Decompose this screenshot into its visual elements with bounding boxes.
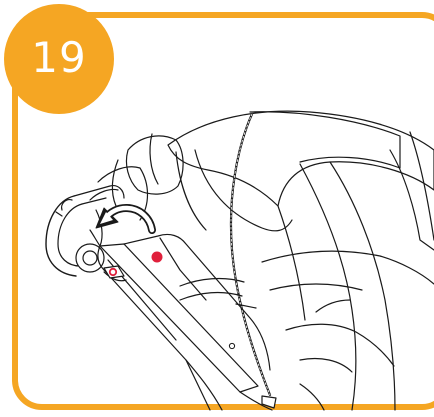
step-badge: 19 bbox=[4, 4, 114, 114]
small-marker bbox=[229, 343, 234, 348]
red-dot-marker bbox=[152, 252, 163, 263]
folded-canopy bbox=[90, 134, 183, 246]
step-number: 19 bbox=[31, 33, 86, 82]
curved-arrow-icon bbox=[96, 208, 152, 230]
stroller-frame bbox=[90, 230, 270, 410]
red-circle-marker bbox=[110, 269, 116, 275]
seat-fabric bbox=[240, 251, 434, 410]
